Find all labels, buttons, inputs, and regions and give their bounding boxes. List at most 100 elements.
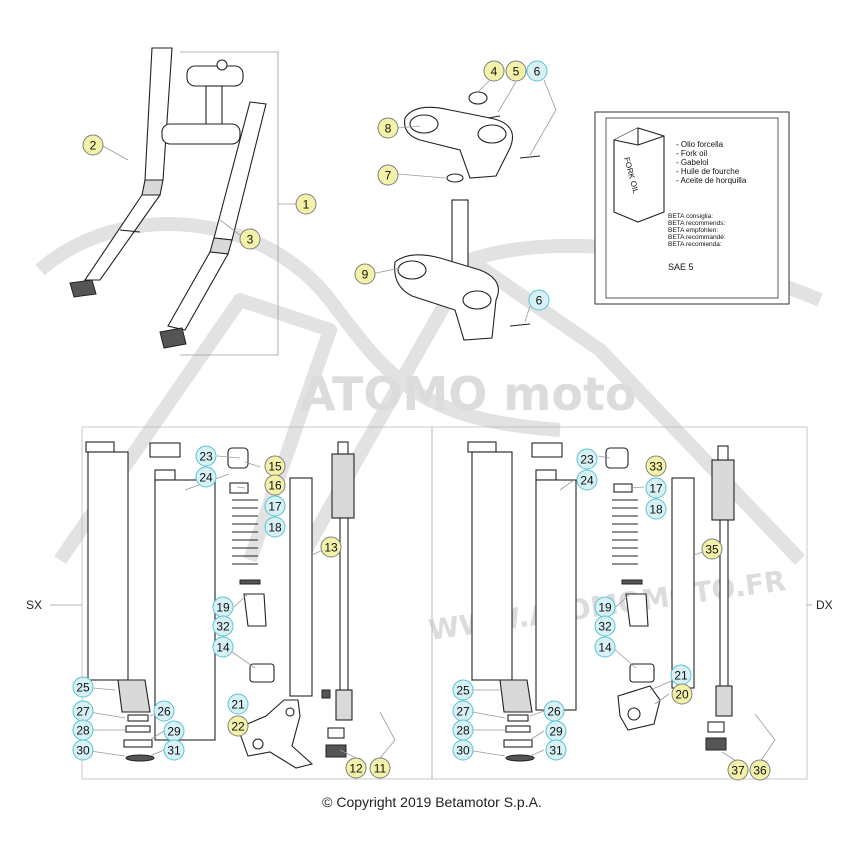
- callout-number: 19: [598, 601, 612, 615]
- callout-11: 11: [369, 757, 391, 779]
- callout-number: 31: [549, 744, 563, 758]
- callout-number: 37: [731, 764, 745, 778]
- callout-27: 27: [72, 700, 94, 722]
- oil-grade: SAE 5: [668, 262, 694, 272]
- callout-number: 26: [157, 705, 171, 719]
- callout-21: 21: [670, 664, 692, 686]
- callout-number: 22: [231, 720, 245, 734]
- callout-bubble: [594, 615, 616, 637]
- callout-number: 25: [456, 684, 470, 698]
- callout-number: 15: [268, 460, 282, 474]
- callout-number: 16: [268, 479, 282, 493]
- callout-number: 21: [674, 669, 688, 683]
- callout-37: 37: [727, 759, 749, 781]
- callout-number: 24: [580, 474, 594, 488]
- callout-bubble: [377, 117, 399, 139]
- callout-bubble: [594, 636, 616, 658]
- callout-9: 9: [354, 263, 376, 285]
- callout-25: 25: [72, 676, 94, 698]
- callout-number: 9: [362, 268, 369, 282]
- upper-triple-clamp: [404, 91, 541, 183]
- callout-number: 14: [216, 641, 230, 655]
- callout-21: 21: [227, 693, 249, 715]
- callout-14: 14: [212, 636, 234, 658]
- callout-number: 3: [247, 233, 254, 247]
- callout-35: 35: [701, 538, 723, 560]
- copyright-notice: © Copyright 2019 Betamotor S.p.A.: [322, 794, 542, 810]
- callout-bubble: [727, 759, 749, 781]
- callout-33: 33: [645, 455, 667, 477]
- callout-29: 29: [545, 720, 567, 742]
- callout-32: 32: [212, 615, 234, 637]
- oil-name-line: - Fork oil: [676, 149, 707, 158]
- callout-number: 23: [580, 453, 594, 467]
- callout-bubble: [377, 164, 399, 186]
- side-label-left: SX: [26, 598, 42, 612]
- callout-bubble: [345, 757, 367, 779]
- callout-bubble: [645, 477, 667, 499]
- side-label-right: DX: [816, 598, 833, 612]
- callout-number: 26: [547, 705, 561, 719]
- callout-number: 14: [598, 641, 612, 655]
- callout-6: 6: [528, 289, 550, 311]
- callout-number: 27: [76, 705, 90, 719]
- callout-bubble: [72, 676, 94, 698]
- callout-bubble: [264, 516, 286, 538]
- callout-bubble: [701, 538, 723, 560]
- callout-bubble: [354, 263, 376, 285]
- oil-name-line: - Olio forcella: [676, 140, 724, 149]
- callout-bubble: [195, 445, 217, 467]
- leader-lines: [82, 71, 776, 763]
- right-fork-leg: [159, 101, 267, 349]
- callout-number: 33: [649, 460, 663, 474]
- callout-22: 22: [227, 715, 249, 737]
- callout-28: 28: [72, 719, 94, 741]
- dx-foot-bracket: [617, 685, 661, 731]
- callout-bubble: [320, 536, 342, 558]
- callout-bubble: [82, 134, 104, 156]
- callout-28: 28: [452, 719, 474, 741]
- dx-frame: [431, 426, 808, 780]
- watermark-logo: ATOMO moto: [300, 367, 637, 421]
- callout-number: 18: [268, 521, 282, 535]
- callout-number: 36: [753, 764, 767, 778]
- oil-recommend-line: BETA consiglia:: [668, 213, 713, 220]
- callout-bubble: [264, 474, 286, 496]
- callout-number: 7: [385, 169, 392, 183]
- sx-foot-bracket: [237, 699, 314, 769]
- callout-number: 35: [705, 543, 719, 557]
- dx-outer-tube: [467, 441, 535, 762]
- callout-20: 20: [671, 683, 693, 705]
- fork-oil-box: FORK OIL - Olio forcella- Fork oil- Gabe…: [594, 111, 790, 305]
- callout-29: 29: [163, 720, 185, 742]
- callout-bubble: [153, 700, 175, 722]
- callout-19: 19: [594, 596, 616, 618]
- callout-number: 1: [303, 198, 310, 212]
- callout-31: 31: [163, 739, 185, 761]
- callout-23: 23: [195, 445, 217, 467]
- callout-bubble: [295, 193, 317, 215]
- callout-bubble: [576, 469, 598, 491]
- callout-bubble: [645, 498, 667, 520]
- callout-number: 6: [536, 294, 543, 308]
- callout-number: 29: [167, 725, 181, 739]
- callout-bubble: [576, 448, 598, 470]
- callout-3: 3: [239, 228, 261, 250]
- callout-4: 4: [483, 60, 505, 82]
- lower-triple-clamp: [394, 199, 531, 341]
- callout-number: 12: [349, 762, 363, 776]
- callout-bubble: [72, 739, 94, 761]
- callout-31: 31: [545, 739, 567, 761]
- callout-number: 30: [76, 744, 90, 758]
- callout-bubble: [264, 495, 286, 517]
- callout-number: 6: [534, 65, 541, 79]
- callout-18: 18: [645, 498, 667, 520]
- callout-number: 2: [90, 139, 97, 153]
- callout-bubble: [505, 60, 527, 82]
- callout-number: 4: [491, 65, 498, 79]
- oil-name-line: - Aceite de horquilla: [676, 176, 747, 185]
- callout-13: 13: [320, 536, 342, 558]
- callout-bubble: [227, 693, 249, 715]
- oil-recommend-line: BETA empfohlen:: [668, 227, 718, 234]
